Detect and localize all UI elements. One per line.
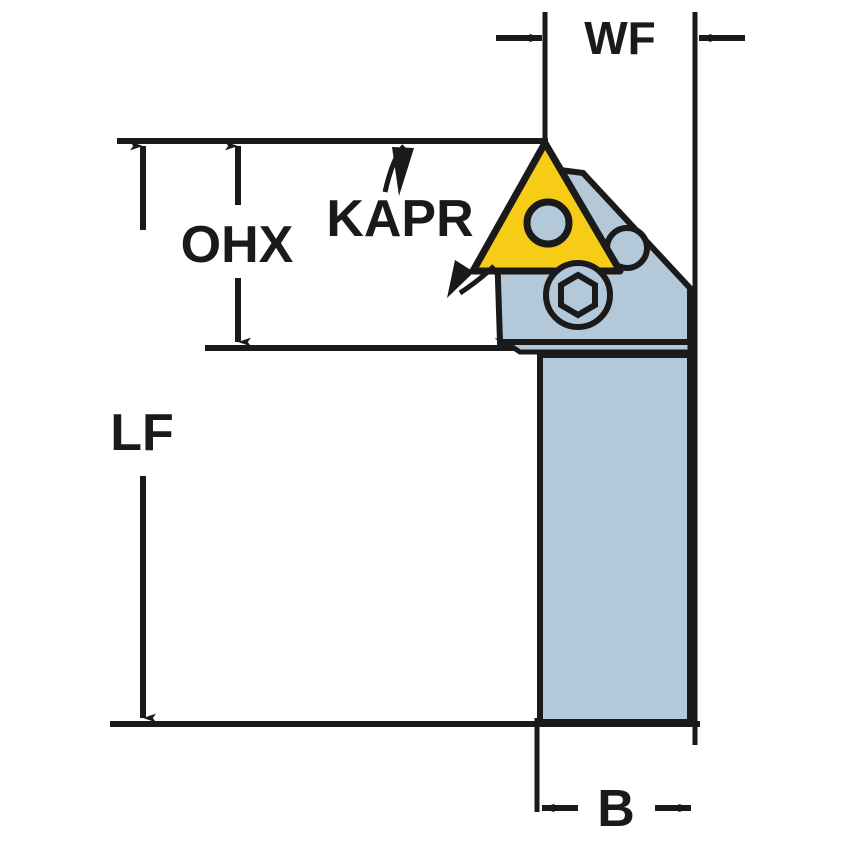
b-label: B <box>597 780 635 838</box>
kapr-arrowhead-lower <box>447 260 474 298</box>
dimension-wf: WF <box>496 12 745 64</box>
kapr-label: KAPR <box>326 190 473 248</box>
tool-shank <box>537 352 693 725</box>
dimension-kapr: KAPR <box>326 144 496 298</box>
clamp-screw-hex-socket <box>558 271 598 319</box>
dimension-b: B <box>542 780 691 838</box>
dimension-ohx: OHX <box>181 141 294 347</box>
insert-bore <box>523 198 573 248</box>
lf-label: LF <box>110 404 174 462</box>
wf-label: WF <box>584 12 656 64</box>
kapr-arrowhead-upper <box>392 147 414 196</box>
dimension-lf: LF <box>110 141 174 723</box>
ohx-label: OHX <box>181 216 294 274</box>
kapr-leader-lower <box>458 264 496 296</box>
